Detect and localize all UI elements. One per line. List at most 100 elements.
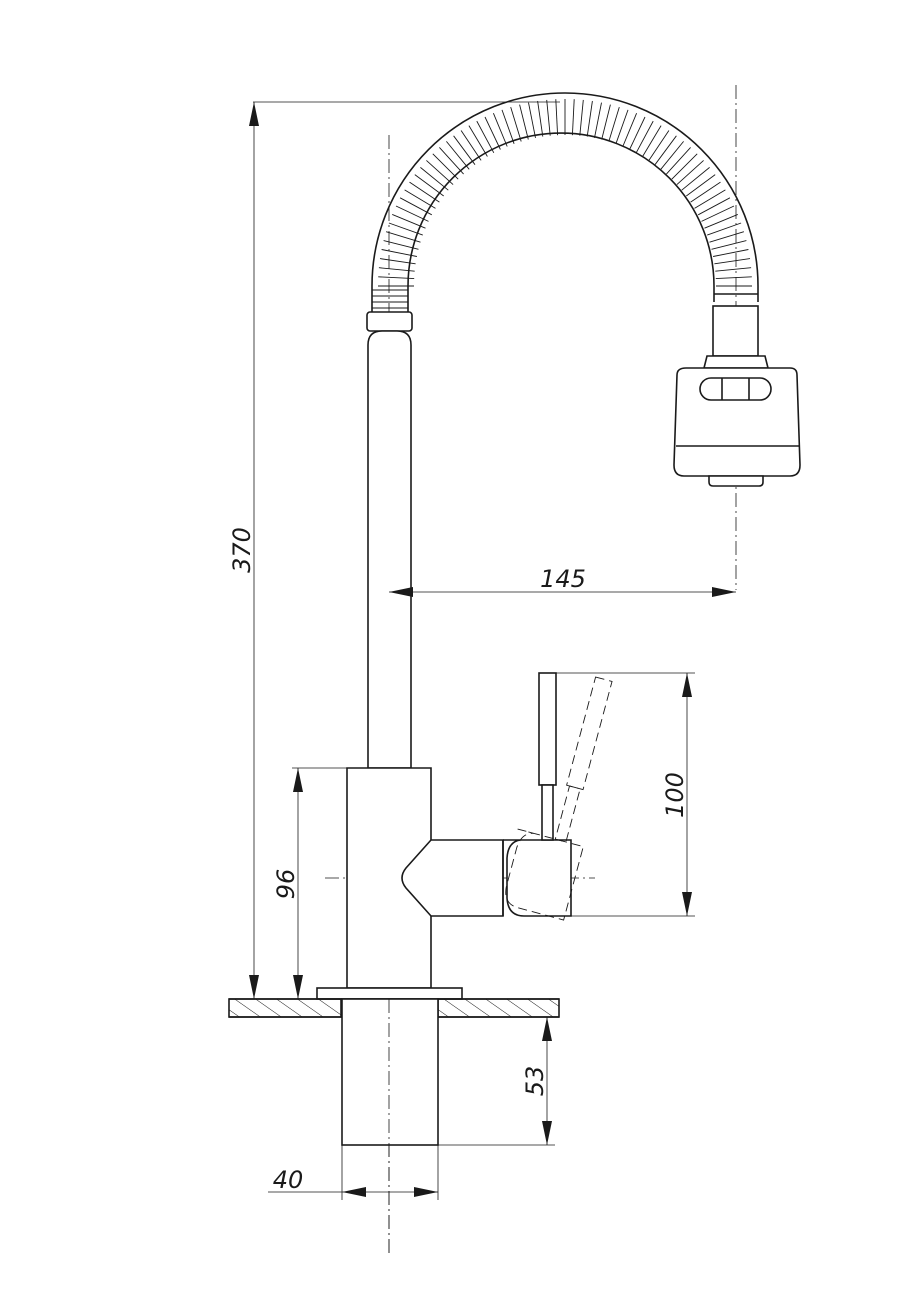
dimension-label-lever-height: 100 [661,772,689,818]
spout-rib [484,116,501,150]
spout-rib [681,167,710,191]
lever-housing [401,839,504,917]
spout-rib [420,167,449,191]
spout-rib [446,141,470,170]
mixer-body [346,767,572,989]
spout-rib [381,249,417,257]
dimension-label-total-height: 370 [228,527,256,573]
dimension-label-shank-diameter: 40 [273,1166,304,1194]
spout-rib [601,104,611,140]
spout-rib [404,189,436,209]
cartridge-cap-alternate [505,828,584,921]
spout-rib [409,181,440,203]
spout-rib [510,106,522,142]
lever-grip-alternate [566,676,613,791]
dimension-label-spout-reach: 145 [540,565,586,593]
spout-rib [546,99,551,136]
spray-mode-button [699,377,772,401]
spout-rib [704,213,738,229]
mounting-shank [341,998,439,1146]
spout-rib [378,267,415,272]
spout-rib [492,113,508,147]
base-flange [316,987,463,1000]
spout-rib [468,125,488,157]
spout-rib [715,267,752,272]
spout-rib [690,181,721,203]
spout-rib [713,249,749,257]
spout-connector-nut [366,311,413,332]
spout-rib [426,160,454,185]
lever-handle [538,672,557,841]
arrowhead [682,892,692,916]
spout-rib [579,99,584,136]
arrowhead [293,975,303,999]
arrowhead [682,673,692,697]
spout-rib [571,99,575,136]
spray-head-collar [702,355,770,369]
spout-rib [711,240,747,250]
spout-rib [414,174,444,197]
spray-nozzle [708,475,764,487]
arrowhead [389,587,413,597]
spout-rib [615,109,629,144]
spout-rib [586,100,593,137]
spray-head-neck [712,305,759,357]
arrowhead [342,1187,366,1197]
arrowhead [414,1187,438,1197]
spout-rib [701,205,735,222]
spout-rib [528,102,536,138]
cartridge-cap [503,839,572,917]
spout-rib [709,231,745,243]
dimension-body-height: 96 [272,767,347,999]
spout-rib [671,153,698,180]
arrowhead [712,587,736,597]
spout-rib [642,125,662,157]
spout-rib [555,99,559,136]
spout-rib [629,116,646,150]
spout-rib [648,130,670,161]
lever-stem [541,784,554,841]
worktop-hatch-right [437,998,560,1018]
dimension-label-body-height: 96 [272,869,300,900]
spout-rib [654,135,677,165]
arrowhead [249,975,259,999]
spout-rib [686,174,716,197]
spray-head [673,305,801,487]
lever-grip [538,672,557,786]
spout-rib [594,102,602,138]
spout-rib [432,153,459,180]
arrowhead [293,768,303,792]
spout-rib [714,258,751,265]
spout-rib [635,120,654,154]
spout-rib [385,231,421,243]
spout-rib [460,130,482,161]
lever-alternate-position [505,676,613,921]
spout-rib [439,147,464,175]
spout-rib [399,197,433,216]
spout-rib [379,258,416,265]
spout-inner-edge [407,132,715,312]
dimension-total-height: 370 [228,101,560,999]
dimension-lever-height: 100 [556,672,695,917]
spout-rib [697,197,731,216]
spout-rib [388,222,423,236]
spout-rib [622,113,638,147]
spout-rib [519,104,529,140]
spout-rib [476,120,495,154]
spout-rib [453,135,476,165]
spout-rib [694,189,726,209]
lever-stem-alternate [554,785,581,843]
spout-rib [392,213,426,229]
spout-outer-edge [371,92,759,312]
arrowhead [542,1121,552,1145]
spout-corrugation-ribs [372,99,752,309]
spout-rib [666,147,691,175]
spout-rib [715,276,752,280]
flexible-spout [371,92,759,312]
worktop-hatch-left [228,998,342,1018]
spout-rib [608,106,620,142]
spout-rib [660,141,684,170]
arrowhead [542,1017,552,1041]
spout-rib [707,222,742,236]
